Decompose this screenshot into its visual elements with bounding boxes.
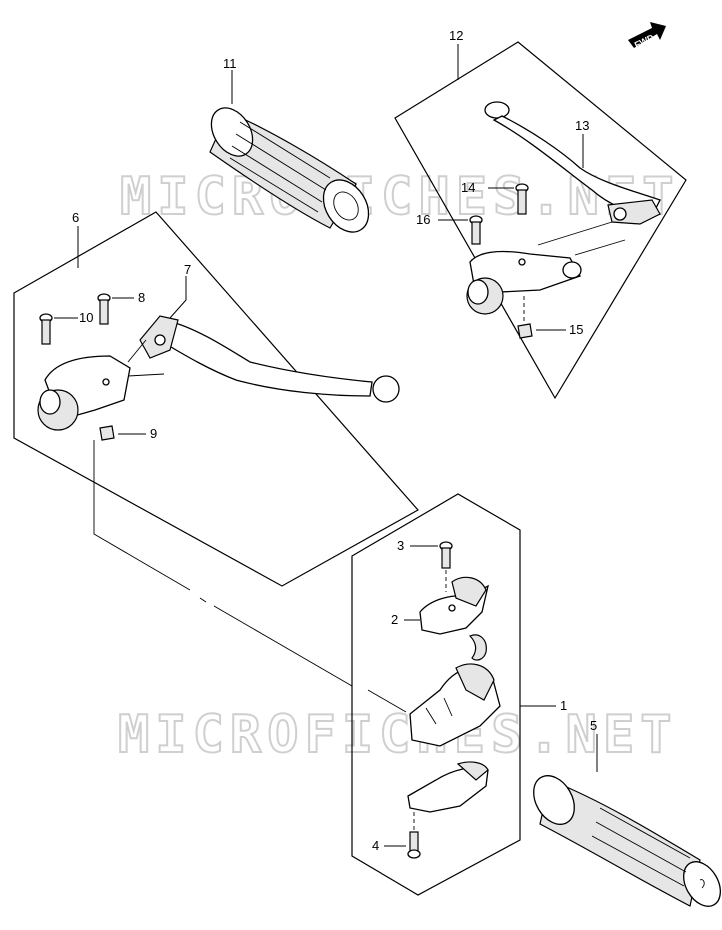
callout-9: 9: [150, 426, 157, 441]
housing-lower-part: [407, 761, 489, 813]
lever-part-13: [484, 101, 661, 225]
bolt-part-8: [97, 293, 111, 325]
grip-part-11: [209, 107, 370, 233]
callout-14: 14: [461, 180, 475, 195]
callout-4: 4: [372, 838, 379, 853]
group-box-12: [394, 41, 687, 400]
group-box-6: [13, 211, 419, 587]
lever-bracket-left: [37, 355, 131, 431]
callout-3: 3: [397, 538, 404, 553]
callout-5: 5: [590, 718, 597, 733]
bolt-part-14: [515, 183, 529, 215]
nut-part-9: [99, 425, 115, 441]
callout-7: 7: [184, 262, 191, 277]
callout-2: 2: [391, 612, 398, 627]
callout-10: 10: [79, 310, 93, 325]
group-box-1: [351, 493, 521, 896]
lever-part-7: [139, 315, 400, 403]
callout-8: 8: [138, 290, 145, 305]
clamp-part-2: [419, 576, 489, 635]
bolt-part-16: [469, 215, 483, 245]
watermark-top: MICROFICHES.NET: [120, 167, 680, 227]
housing-upper-part: [409, 663, 501, 747]
nut-part-15: [517, 323, 533, 339]
callout-13: 13: [575, 118, 589, 133]
callout-11: 11: [223, 56, 237, 71]
watermark-bottom: MICROFICHES.NET: [118, 705, 678, 765]
callout-16: 16: [416, 212, 430, 227]
callout-1: 1: [560, 698, 567, 713]
bolt-part-4: [407, 831, 421, 859]
callout-6: 6: [72, 210, 79, 225]
spacer-part: [468, 634, 487, 661]
callout-15: 15: [569, 322, 583, 337]
screw-part-3: [439, 541, 453, 569]
bolt-part-10: [39, 313, 53, 345]
lever-bracket-right: [466, 250, 582, 315]
callout-12: 12: [449, 28, 463, 43]
grip-part-5: [533, 775, 721, 907]
fwd-arrow-icon: FWD: [628, 22, 666, 50]
